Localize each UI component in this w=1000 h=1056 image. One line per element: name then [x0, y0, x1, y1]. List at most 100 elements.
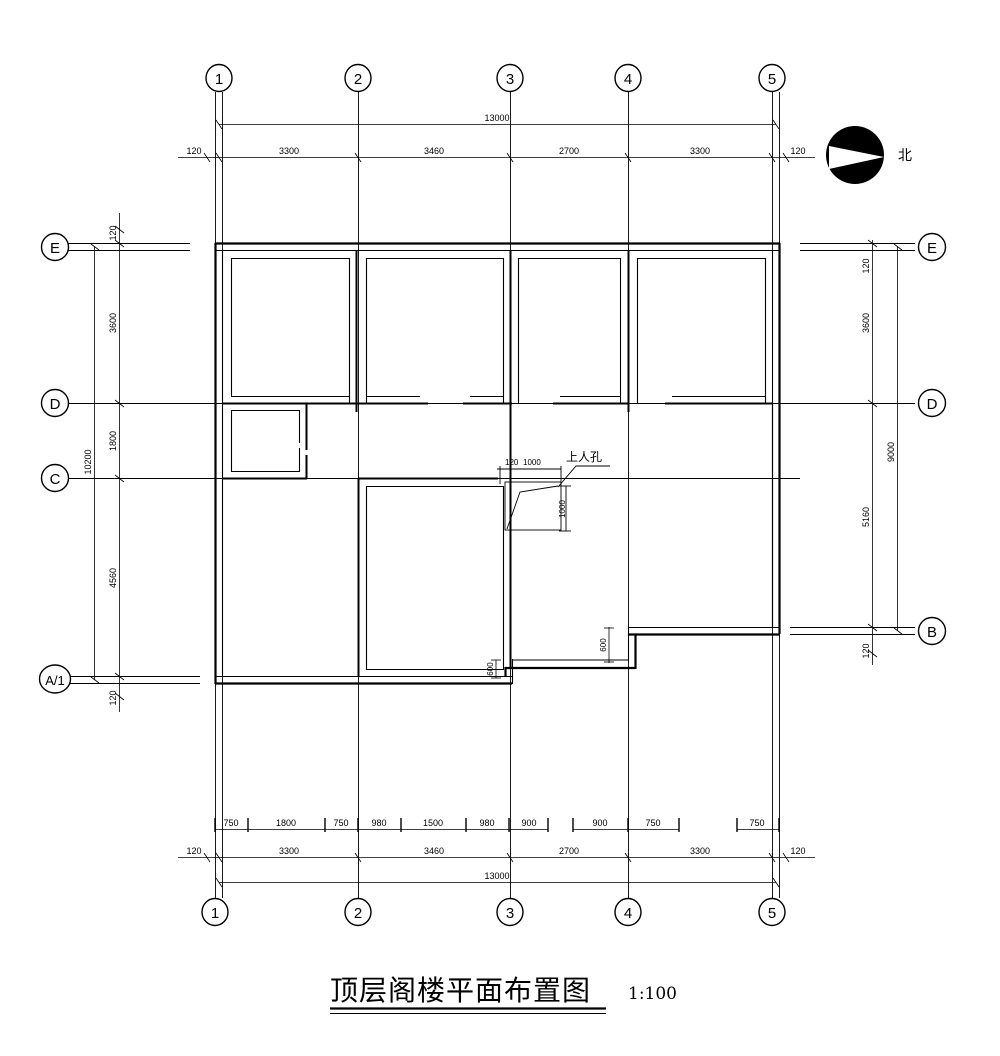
bo-t2 [772, 877, 780, 888]
dim-bd-9: 750 [749, 818, 764, 828]
dim-bot-4: 3300 [690, 846, 710, 856]
top-overall-tick1 [215, 119, 223, 130]
hatch-wall-dim: 120 [505, 458, 519, 467]
hatch-width-dim: 1000 [523, 458, 541, 467]
dim-bot-0: 120 [186, 846, 201, 856]
bc-t2 [354, 852, 362, 863]
bc-t6 [782, 852, 790, 863]
dim-bd-1: 1800 [276, 818, 296, 828]
dim-top-3: 2700 [559, 146, 579, 156]
top-overall-tick2 [772, 119, 780, 130]
grid-bubble-top-4[interactable]: 4 [614, 63, 642, 93]
lc-t2 [114, 399, 125, 408]
walls [214, 242, 781, 685]
title-underline [330, 1007, 606, 1015]
rc-t1 [867, 239, 878, 248]
dim-bd-6: 900 [521, 818, 536, 828]
drawing-title: 顶层阁楼平面布置图 [330, 974, 591, 1007]
grid-bubble-right-D[interactable]: D [917, 388, 947, 418]
dim-bd-0: 750 [223, 818, 238, 828]
ro-t1 [893, 243, 903, 251]
grid-bubble-bot-2[interactable]: 2 [344, 897, 372, 927]
grid-bubble-right-B[interactable]: B [917, 616, 947, 646]
grid-bubble-left-D[interactable]: D [40, 388, 70, 418]
lc-t1 [114, 239, 125, 248]
hatch-diagonal [506, 485, 559, 530]
dim-right-overall: 9000 [886, 442, 896, 462]
grid-bubble-left-D-label: D [50, 396, 61, 413]
dim-top-overall: 13000 [484, 113, 509, 123]
grid-bubbles-bottom: 1 2 3 4 5 [201, 897, 786, 927]
grid-bubble-top-5[interactable]: 5 [758, 63, 786, 93]
grid-bubbles-right: E D B [917, 232, 947, 646]
bc-t0 [203, 852, 211, 863]
dim-top-5: 120 [790, 146, 805, 156]
dim-600-left: 600 [486, 662, 495, 676]
bottom-dimensions [178, 818, 815, 888]
dim-left-2: 1800 [108, 431, 118, 451]
grid-bubble-top-5-label: 5 [768, 71, 776, 88]
grid-bubble-left-E[interactable]: E [40, 232, 70, 262]
grid-bubble-right-E-label: E [927, 240, 937, 257]
grid-bubble-left-C[interactable]: C [40, 463, 70, 493]
top-dimensions [178, 119, 815, 163]
dim-bd-5: 980 [479, 818, 494, 828]
north-arrow [826, 126, 884, 184]
dim-right-0: 120 [861, 258, 871, 273]
grid-bubble-bot-3-label: 3 [506, 905, 514, 922]
hatch-label: 上人孔 [566, 450, 602, 464]
grid-bubble-left-A1-label: A/1 [45, 673, 65, 688]
dim-right-3: 120 [861, 643, 871, 658]
dim-bot-5: 120 [790, 846, 805, 856]
grid-bubble-bot-5[interactable]: 5 [758, 897, 786, 927]
dim-bd-7: 900 [592, 818, 607, 828]
top-chain-t4 [624, 152, 632, 163]
ro-t2 [893, 627, 903, 635]
grid-bubble-top-2[interactable]: 2 [344, 63, 372, 93]
dim-600-right: 600 [599, 638, 608, 652]
dim-right-1: 3600 [861, 313, 871, 333]
grid-bubble-right-B-label: B [927, 624, 937, 641]
dim-bd-3: 980 [371, 818, 386, 828]
dim-left-4: 120 [108, 690, 118, 705]
hatch-leader [557, 465, 610, 488]
dim-bd-2: 750 [333, 818, 348, 828]
left-dimensions [90, 213, 125, 712]
top-chain-t2 [354, 152, 362, 163]
dim-right-2: 5160 [861, 507, 871, 527]
top-chain-t5 [768, 152, 776, 163]
dim-bot-3: 2700 [559, 846, 579, 856]
dim-left-3: 4560 [108, 568, 118, 588]
north-label: 北 [898, 148, 912, 164]
grid-bubble-left-A1[interactable]: A/1 [38, 664, 72, 694]
dim-bd-4: 1500 [423, 818, 443, 828]
grid-bubble-bot-3[interactable]: 3 [496, 897, 524, 927]
top-chain-t1 [215, 152, 223, 163]
lo-t1 [90, 243, 100, 251]
offset-600-dims [491, 627, 614, 679]
grid-bubble-left-E-label: E [50, 240, 60, 257]
grid-bubble-top-2-label: 2 [354, 71, 362, 88]
grid-bubble-bot-4-label: 4 [624, 905, 632, 922]
dim-top-0: 120 [186, 146, 201, 156]
dim-left-overall: 10200 [83, 449, 93, 474]
grid-bubble-top-4-label: 4 [624, 71, 632, 88]
dim-bot-1: 3300 [279, 846, 299, 856]
grid-bubble-left-C-label: C [50, 471, 61, 488]
grid-bubble-top-3[interactable]: 3 [496, 63, 524, 93]
grid-bubble-right-E[interactable]: E [917, 232, 947, 262]
dim-bot-2: 3460 [424, 846, 444, 856]
bc-t4 [624, 852, 632, 863]
lc-t0 [114, 225, 125, 234]
north-arrow-needle [829, 146, 884, 169]
rc-t2 [867, 399, 878, 408]
grid-bubble-bot-4[interactable]: 4 [614, 897, 642, 927]
grid-lines [60, 92, 915, 898]
grid-bubble-bot-1[interactable]: 1 [201, 897, 229, 927]
top-chain-t0 [203, 152, 211, 163]
right-dimensions [867, 239, 903, 665]
grid-bubble-top-1[interactable]: 1 [205, 63, 233, 93]
dim-left-1: 3600 [108, 313, 118, 333]
